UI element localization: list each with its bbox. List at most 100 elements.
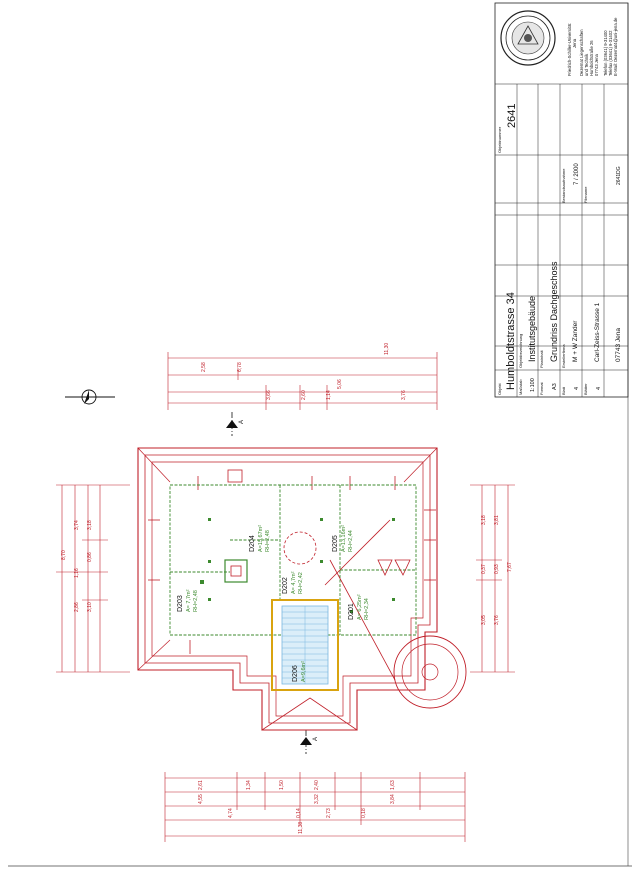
room-d203: D203 A= 7,7m² RH=2,48: [177, 589, 199, 612]
university-address: Friedrich-Schiller-Universität Jena Deze…: [567, 17, 618, 76]
dim-right-small-1: 0,93: [494, 564, 500, 574]
dim-left-total: 8,70: [61, 550, 67, 560]
university-line-8: Telefax (03641) 9-31402: [608, 30, 613, 76]
dim-top-lower-3: 2,60: [301, 390, 307, 400]
university-line-3: Dezernat Liegenschaften: [579, 29, 584, 76]
value-objektnummer: 2641: [506, 104, 518, 128]
dim-right-4: 3,05: [481, 615, 487, 625]
label-filename: Filename: [583, 186, 588, 203]
dim-bottom-chain-1: 1,34: [246, 780, 252, 790]
dim-top-upper-0: 6,78: [237, 362, 243, 372]
label-blatt: Blatt: [561, 386, 566, 395]
dim-right-1: 3,81: [494, 515, 500, 525]
dim-bottom-low-3: 0,14: [296, 808, 302, 818]
value-blaetter: 4: [596, 387, 602, 390]
section-marker-bottom: A: [300, 730, 319, 754]
room-id: D206: [292, 665, 299, 682]
dim-bottom-low-1: 2,73: [326, 808, 332, 818]
value-blatt: 4: [574, 387, 580, 390]
value-ersteller-line1: M + W Zander: [572, 320, 579, 362]
dim-bottom-mid-0: 4,55: [198, 794, 204, 804]
staircase: [271, 599, 339, 691]
dimensions-top: [167, 352, 438, 410]
university-line-6: 07743 Jena: [594, 53, 599, 76]
room-id: D202: [282, 577, 289, 594]
room-height: RH=2,48: [265, 530, 271, 552]
university-line-1: Friedrich-Schiller-Universität: [567, 23, 572, 76]
roof-posts: [200, 518, 395, 613]
dim-top-lower-0: 5,06: [337, 379, 343, 389]
room-d202: D202 A= 4,7m² RH=2,42: [282, 571, 304, 594]
label-planinhalt: Planinhalt: [539, 350, 544, 368]
label-objekt: Objekt: [497, 383, 502, 395]
dim-bottom-chain-3: 2,40: [314, 780, 320, 790]
room-id: D204: [249, 535, 256, 552]
value-ersteller-line3: 07743 Jena: [615, 328, 622, 362]
value-filename: 2641DG: [616, 166, 622, 185]
dim-right-2: 7,67: [507, 562, 513, 572]
dim-top-total: 11,30: [384, 343, 390, 355]
dim-top-lower-2: 1,14: [326, 390, 332, 400]
value-massstab: 1:100: [530, 378, 536, 392]
value-planinhalt: Grundriss Dachgeschoss: [549, 261, 559, 362]
room-id: D201: [348, 603, 355, 620]
dim-bottom-chain-4: 1,63: [390, 780, 396, 790]
university-line-5: Humboldtstraße 26: [589, 40, 594, 76]
label-bestand: Bestandsaufnahme: [561, 168, 566, 203]
dim-bottom-low-2: 0,18: [361, 808, 367, 818]
chimney: [224, 559, 248, 583]
room-area: A=15,67m²: [258, 525, 264, 552]
value-bestand: 7 / 2000: [574, 163, 580, 185]
room-area: A= 7,7m²: [186, 589, 192, 612]
dim-right-0: 3,18: [481, 515, 487, 525]
section-marker-top: A: [226, 412, 245, 436]
round-tower: [393, 635, 467, 709]
label-massstab: Maßstab: [518, 379, 523, 395]
dim-right-3: 3,76: [494, 615, 500, 625]
roof-ridge-lines: [283, 519, 411, 681]
label-format: Format: [539, 381, 544, 395]
room-d206: D206 A=9,6m²: [292, 661, 307, 682]
room-id: D203: [177, 595, 184, 612]
value-objektbezeichnung: Institutsgebäude: [527, 296, 537, 362]
room-id: D205: [332, 535, 339, 552]
room-area: A=13,16m²: [341, 525, 347, 552]
room-height: RH=2,44: [348, 530, 354, 552]
dimensions-left: [56, 484, 130, 673]
dim-left-5: 3,18: [87, 520, 93, 530]
label-objektnummer: Objektnummer: [497, 126, 502, 153]
dim-top-upper-1: 2,58: [201, 362, 207, 372]
label-blaetter: Blätter: [583, 383, 588, 395]
label-ersteller: Erstellerfirma: [561, 344, 566, 368]
north-arrow-icon: [65, 389, 115, 405]
university-line-9: E-Mail: Dezernat4@uni-jena.de: [613, 17, 618, 76]
dim-right-small-0: 0,37: [481, 564, 487, 574]
title-block: Friedrich-Schiller-Universität Jena Deze…: [494, 2, 629, 398]
university-line-4: und Technik: [584, 53, 589, 76]
dim-left-4: 3,74: [74, 520, 80, 530]
dim-left-1: 3,10: [87, 602, 93, 612]
dim-bottom-low-0: 4,74: [228, 808, 234, 818]
dim-bottom-chain-0: 2,61: [198, 780, 204, 790]
university-line-2: Jena: [572, 38, 577, 48]
room-area: A= 6,25m²: [357, 594, 363, 620]
value-ersteller-line2: Carl-Zeiss-Strasse 1: [594, 302, 601, 362]
room-d201: D201 A= 6,25m² RH=2,34: [348, 594, 370, 620]
room-d205: D205 A=13,16m² RH=2,44: [332, 525, 354, 552]
dim-bottom-mid-1: 3,32: [314, 794, 320, 804]
room-height: RH=2,48: [193, 590, 199, 612]
dim-left-2: 1,16: [74, 568, 80, 578]
dim-bottom-chain-2: 1,50: [279, 780, 285, 790]
university-line-7: Telefon (03641) 9-31400: [603, 30, 608, 76]
university-seal-icon: [500, 10, 556, 66]
label-objektbezeichnung: Objektbezeichnung: [518, 334, 523, 368]
room-area: A= 4,7m²: [291, 571, 297, 594]
dim-top-lower-4: 3,66: [266, 390, 272, 400]
section-label-top: A: [239, 420, 245, 424]
room-height: RH=2,34: [364, 598, 370, 620]
building-walls: [137, 447, 438, 731]
dimensions-bottom: [164, 772, 466, 842]
room-area: A=9,6m²: [301, 661, 307, 682]
